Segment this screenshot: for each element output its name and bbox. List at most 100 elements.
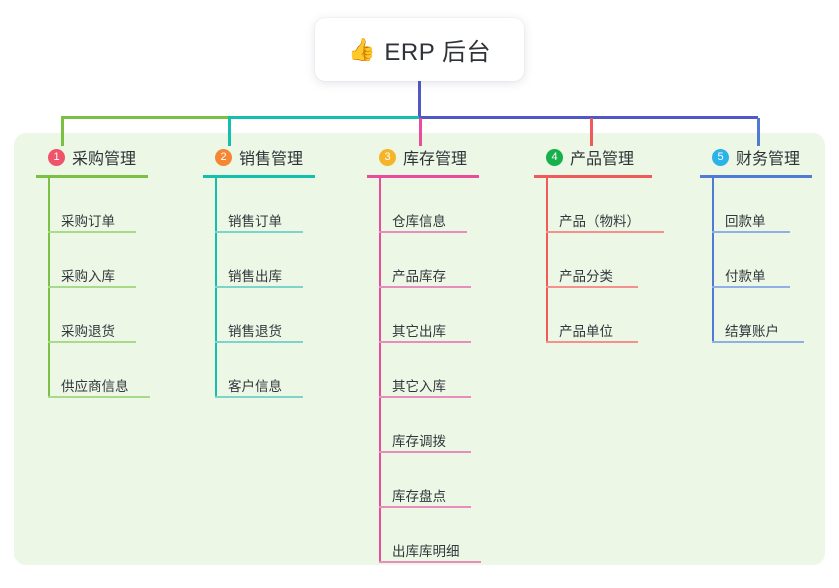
menu-item[interactable]: 结算账户 [712,288,812,343]
drop-purchase [61,118,64,146]
column-title: 销售管理 [239,151,304,168]
column-spine [48,178,50,398]
menu-item-rule [379,506,471,508]
column-header-sales[interactable]: 2 销售管理 [203,145,315,169]
menu-item-label: 产品库存 [392,268,446,284]
menu-item-label: 采购退货 [61,323,115,339]
menu-item-label: 销售退货 [228,323,282,339]
menu-item-rule [379,451,471,453]
bus-segment-teal [228,116,419,119]
menu-item[interactable]: 其它出库 [379,288,479,343]
column-items-inventory: 仓库信息产品库存其它出库其它入库库存调拨库存盘点出库库明细 [367,178,481,563]
column-number-badge: 3 [379,148,396,166]
column-title: 财务管理 [736,151,801,168]
menu-item-label: 客户信息 [228,378,282,394]
menu-item-rule [712,286,790,288]
menu-item-label: 结算账户 [725,323,779,339]
menu-item-rule [546,341,638,343]
menu-item-rule [379,561,481,563]
menu-item-label: 供应商信息 [61,378,129,394]
menu-item-rule [215,231,303,233]
menu-item[interactable]: 库存盘点 [379,453,479,508]
column-header-rule [367,175,479,178]
column-purchase: 1 采购管理采购订单采购入库采购退货供应商信息 [36,145,150,398]
menu-item-rule [48,231,136,233]
menu-item-rule [379,231,467,233]
diagram-background-panel [14,133,825,565]
column-title: 采购管理 [72,151,137,168]
column-number-badge: 5 [712,148,729,166]
column-spine [215,178,217,398]
column-product: 4 产品管理产品（物料） 产品分类产品单位 [534,145,664,343]
menu-item-rule [215,396,303,398]
menu-item[interactable]: 采购退货 [48,288,148,343]
menu-item-rule [546,231,664,233]
column-items-finance: 回款单付款单结算账户 [700,178,812,343]
column-items-product: 产品（物料） 产品分类产品单位 [534,178,664,343]
root-node-title: ERP 后台 [384,39,491,66]
menu-item-rule [215,341,303,343]
bus-segment-indigo [419,116,758,119]
column-header-rule [203,175,315,178]
column-spine [546,178,548,343]
menu-item[interactable]: 采购入库 [48,233,148,288]
menu-item[interactable]: 其它入库 [379,343,479,398]
root-node-erp-backend[interactable]: 👍 ERP 后台 [315,18,524,81]
menu-item[interactable]: 产品分类 [546,233,652,288]
menu-item-rule [48,341,136,343]
menu-item-label: 产品（物料） [559,213,640,229]
menu-item[interactable]: 供应商信息 [48,343,150,398]
column-header-rule [700,175,812,178]
column-items-purchase: 采购订单采购入库采购退货供应商信息 [36,178,150,398]
menu-item[interactable]: 产品单位 [546,288,652,343]
menu-item-label: 仓库信息 [392,213,446,229]
column-header-purchase[interactable]: 1 采购管理 [36,145,148,169]
menu-item-label: 其它出库 [392,323,446,339]
menu-item[interactable]: 产品（物料） [546,178,664,233]
menu-item-label: 其它入库 [392,378,446,394]
column-header-rule [534,175,652,178]
menu-item-label: 采购入库 [61,268,115,284]
menu-item-rule [379,341,471,343]
drop-product [590,118,593,146]
menu-item-label: 销售订单 [228,213,282,229]
menu-item-label: 库存调拨 [392,433,446,449]
column-header-finance[interactable]: 5 财务管理 [700,145,812,169]
menu-item[interactable]: 销售订单 [215,178,315,233]
menu-item[interactable]: 回款单 [712,178,812,233]
column-spine [379,178,381,563]
menu-item-label: 产品单位 [559,323,613,339]
drop-sales [228,118,231,146]
menu-item-rule [48,396,150,398]
column-header-product[interactable]: 4 产品管理 [534,145,652,169]
menu-item[interactable]: 采购订单 [48,178,148,233]
menu-item[interactable]: 客户信息 [215,343,315,398]
menu-item-rule [546,286,638,288]
menu-item[interactable]: 出库库明细 [379,508,481,563]
menu-item[interactable]: 仓库信息 [379,178,479,233]
menu-item[interactable]: 销售退货 [215,288,315,343]
column-number-badge: 2 [215,148,232,166]
menu-item-label: 库存盘点 [392,488,446,504]
column-title: 产品管理 [570,151,635,168]
column-header-rule [36,175,148,178]
menu-item-rule [215,286,303,288]
menu-item[interactable]: 库存调拨 [379,398,479,453]
menu-item-rule [712,341,804,343]
menu-item-label: 产品分类 [559,268,613,284]
menu-item[interactable]: 销售出库 [215,233,315,288]
thumbs-up-icon: 👍 [348,36,376,62]
menu-item-rule [379,286,471,288]
menu-item-label: 回款单 [725,213,766,229]
drop-finance [757,118,760,146]
column-number-badge: 1 [48,148,65,166]
column-number-badge: 4 [546,148,563,166]
menu-item[interactable]: 付款单 [712,233,812,288]
menu-item[interactable]: 产品库存 [379,233,479,288]
menu-item-label: 销售出库 [228,268,282,284]
connector-stem-root [418,81,421,118]
column-finance: 5 财务管理回款单付款单结算账户 [700,145,812,343]
column-spine [712,178,714,343]
